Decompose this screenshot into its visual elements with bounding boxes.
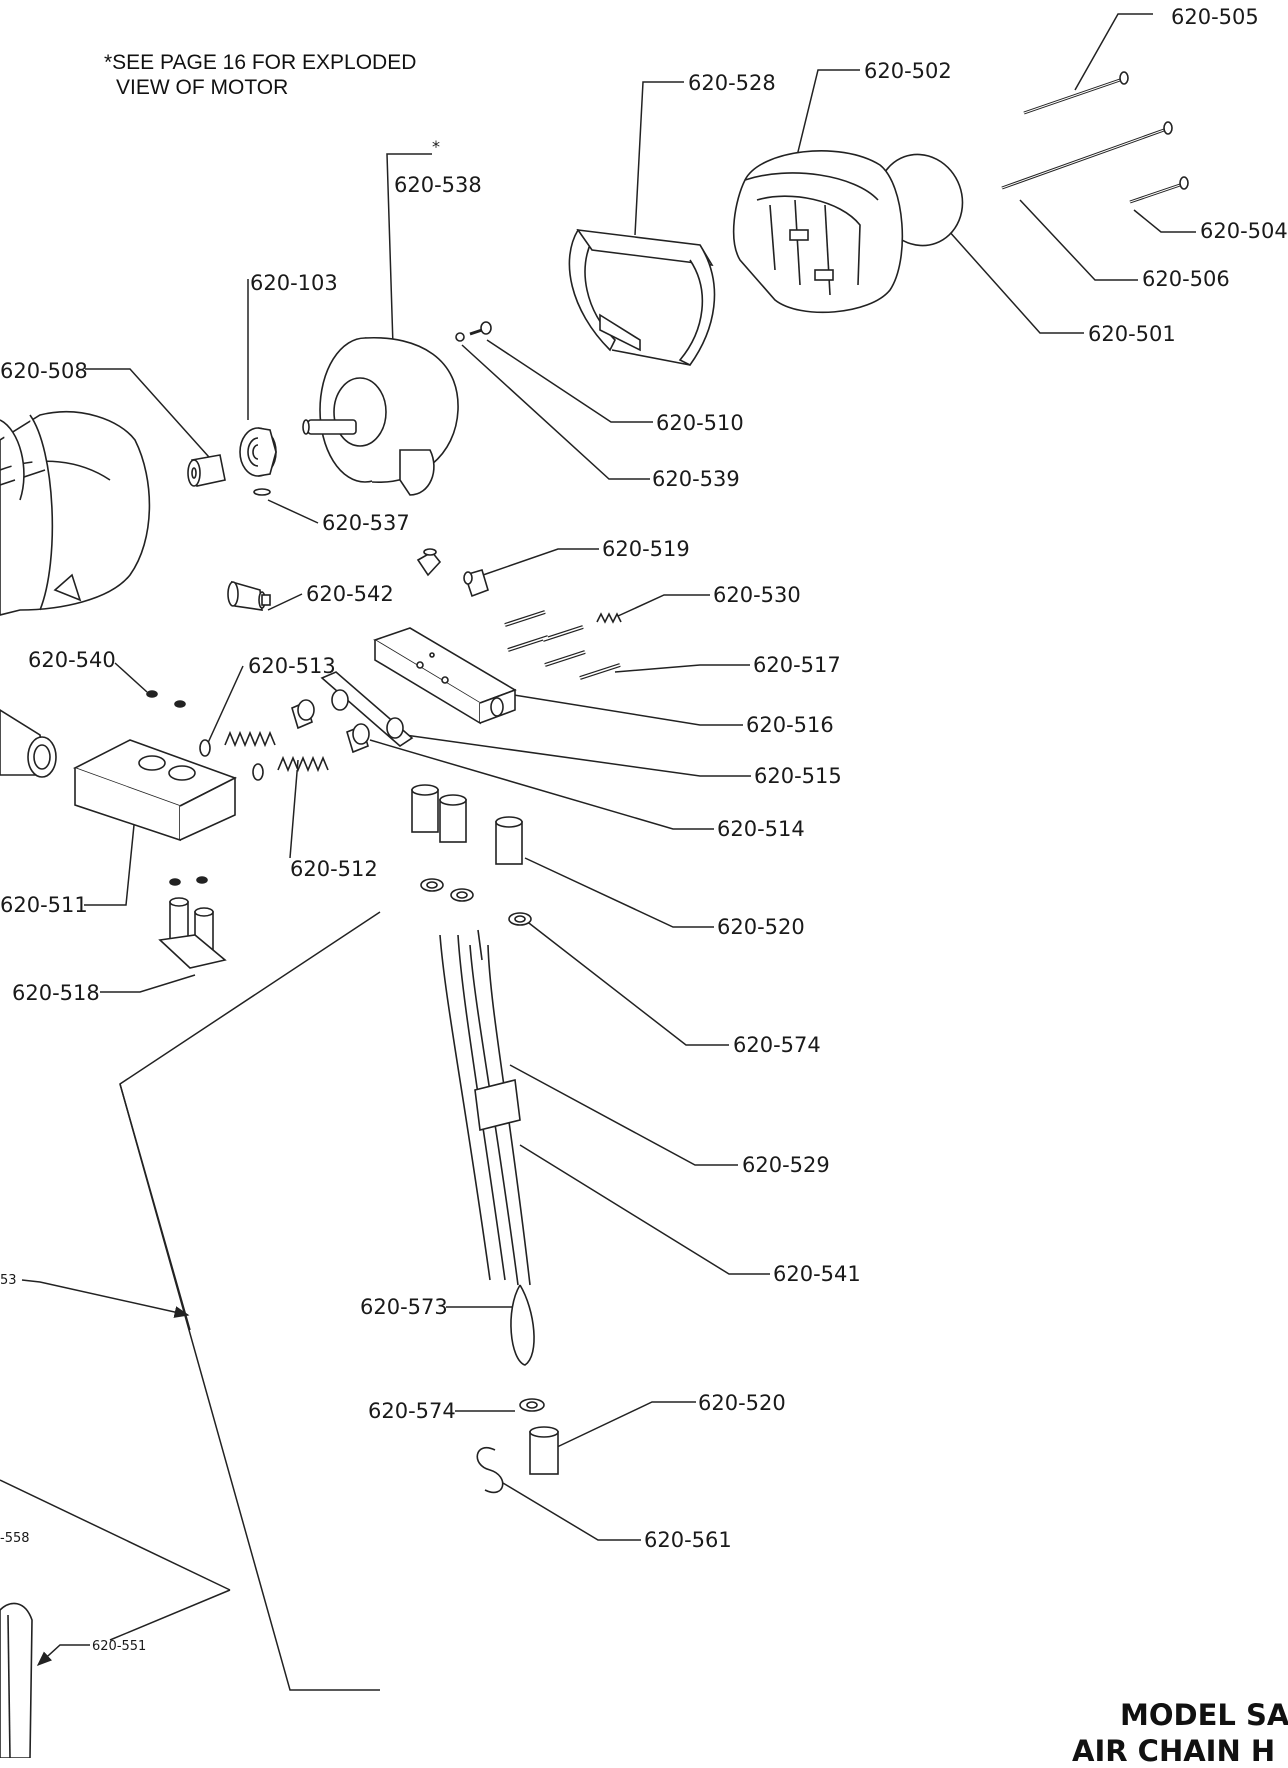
callout-620-515: 620-515 [754,764,842,788]
fitting-542 [227,580,271,611]
callout-620-519: 620-519 [602,537,690,561]
manifold-block-511 [72,739,238,842]
callout-620-528: 620-528 [688,71,776,95]
pipe-fitting-520-lower [529,1426,559,1475]
plugs-540 [146,690,208,886]
callout-620-538: 620-538 [394,173,482,197]
callout-620-542: 620-542 [306,582,394,606]
asterisk-mark: * [432,137,440,156]
callout-620-541: 620-541 [773,1262,861,1286]
callout-620-516: 620-516 [746,713,834,737]
elbow-fitting-519a [416,548,442,577]
short-bolt-504 [1129,176,1189,204]
callout-620-508: 620-508 [0,359,88,383]
spring-512 [277,755,329,773]
washer-539 [455,332,465,342]
spool-514b [346,723,370,754]
s-hook-561 [476,1447,504,1494]
spool-514a [291,699,315,730]
motor-reference-note: *SEE PAGE 16 FOR EXPLODED VIEW OF MOTOR [104,50,416,100]
model-title: MODEL SA [1120,1698,1288,1732]
motor-end-cap-538 [302,337,459,496]
handle-551-partial [0,1602,33,1758]
callout-620-537: 620-537 [322,511,410,535]
coupling-508 [187,454,226,487]
callout-620-520-upper: 620-520 [717,915,805,939]
retaining-ring-537 [253,488,271,496]
bearing-103 [239,427,277,477]
callout-620-574-lower: 620-574 [368,1399,456,1423]
callout-620-512: 620-512 [290,857,378,881]
callout-620-539: 620-539 [652,467,740,491]
pipe-fittings-520 [411,784,523,865]
model-title-line-1: MODEL SA [1120,1698,1288,1732]
valve-block-516 [373,627,517,725]
callout-620-514: 620-514 [717,817,805,841]
callout-620-574-upper: 620-574 [733,1033,821,1057]
callout-620-573: 620-573 [360,1295,448,1319]
washers-574 [420,878,532,926]
callout-558-partial: -558 [0,1531,30,1546]
screw-510 [469,321,492,336]
gasket-plate-515 [320,671,414,748]
o-rings [199,739,264,781]
leader-lines [0,13,1196,1691]
callout-620-505: 620-505 [1171,5,1259,29]
hose-bundle-529 [439,929,535,1366]
callout-620-501: 620-501 [1088,322,1176,346]
callout-620-518: 620-518 [12,981,100,1005]
callout-620-513: 620-513 [248,654,336,678]
callout-53-partial: 53 [0,1273,17,1288]
clamp-band-528 [568,228,716,367]
callout-620-529: 620-529 [742,1153,830,1177]
note-line-1: *SEE PAGE 16 FOR EXPLODED [104,51,417,74]
callout-620-510: 620-510 [656,411,744,435]
spring-530 [596,612,622,624]
callout-620-540: 620-540 [28,648,116,672]
cylinder-partial [0,709,57,778]
hoist-body-partial [0,411,151,616]
callout-620-517: 620-517 [753,653,841,677]
callout-620-561: 620-561 [644,1528,732,1552]
callout-620-511: 620-511 [0,893,88,917]
spring-513 [224,730,276,748]
callout-620-506: 620-506 [1142,267,1230,291]
callout-620-103: 620-103 [250,271,338,295]
long-bolt-506 [1001,121,1173,190]
callout-620-504: 620-504 [1200,219,1288,243]
washer-574-lower [519,1398,545,1412]
callout-620-502: 620-502 [864,59,952,83]
flange-fittings-518 [158,897,227,969]
parts-group [0,71,1189,1758]
callout-620-520-lower: 620-520 [698,1391,786,1415]
screws-517 [504,610,621,680]
elbow-fitting-519b [463,569,489,598]
note-line-2: VIEW OF MOTOR [116,76,289,99]
motor-housing-502 [732,150,904,314]
callout-labels: 620-505 620-528 620-502 620-538 620-504 … [0,5,1288,1654]
callout-620-551: 620-551 [92,1639,146,1654]
long-bolt-505 [1023,71,1129,115]
callout-620-530: 620-530 [713,583,801,607]
